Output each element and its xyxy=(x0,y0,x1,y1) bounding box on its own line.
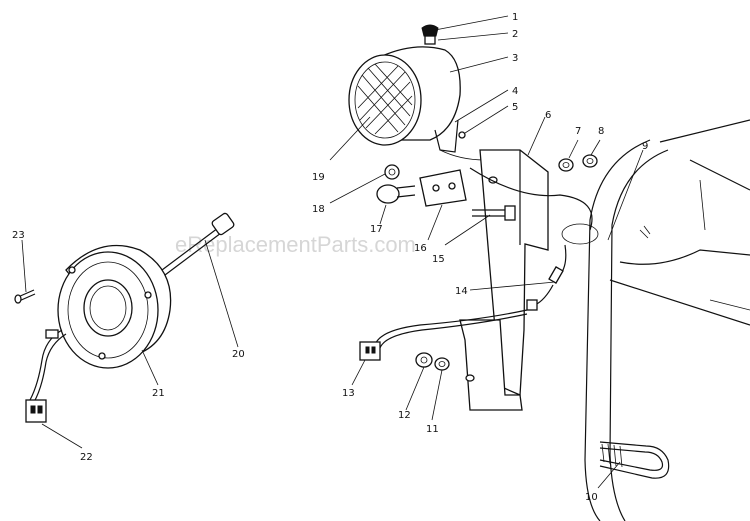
lamp-lens xyxy=(348,54,422,146)
washer-nut-pair xyxy=(558,154,598,172)
callout-6: 6 xyxy=(545,110,551,121)
wiring-harness xyxy=(359,167,599,361)
u-bolt xyxy=(599,441,670,479)
callout-12: 12 xyxy=(398,410,411,421)
callout-1: 1 xyxy=(512,12,518,23)
bolt-head xyxy=(504,205,516,221)
headlight-assembly xyxy=(348,24,501,161)
bracket-lower xyxy=(459,319,523,411)
callout-23: 23 xyxy=(12,230,25,241)
callout-10: 10 xyxy=(585,492,598,503)
nut xyxy=(384,164,400,180)
callout-13: 13 xyxy=(342,388,355,399)
callout-4: 4 xyxy=(512,86,518,97)
bulb-part xyxy=(161,212,235,276)
callout-8: 8 xyxy=(598,126,604,137)
leader-lines xyxy=(21,15,644,489)
lamp-connector xyxy=(25,399,47,423)
callout-5: 5 xyxy=(512,102,518,113)
callout-3: 3 xyxy=(512,53,518,64)
callout-9: 9 xyxy=(642,141,648,152)
small-bracket xyxy=(419,169,467,207)
callout-14: 14 xyxy=(455,286,468,297)
wire-loop xyxy=(561,223,599,245)
callout-20: 20 xyxy=(232,349,245,360)
lower-hardware xyxy=(415,352,450,371)
watermark: eReplacementParts.com xyxy=(175,232,416,257)
connector-plug xyxy=(359,341,381,361)
callout-19: 19 xyxy=(312,172,325,183)
callout-17: 17 xyxy=(370,224,383,235)
bulb-socket xyxy=(211,212,235,236)
callout-labels: 1 2 3 4 5 6 7 8 9 10 11 12 13 14 15 16 1… xyxy=(12,12,648,503)
callout-7: 7 xyxy=(575,126,581,137)
callout-16: 16 xyxy=(414,243,427,254)
callout-21: 21 xyxy=(152,388,165,399)
lens-grid xyxy=(357,63,413,135)
lamp-bulb xyxy=(83,279,133,337)
adjust-knob xyxy=(421,24,439,37)
knob-stem xyxy=(424,35,436,45)
mounting-bracket xyxy=(459,149,549,411)
vehicle-fender-outline xyxy=(584,119,750,521)
callout-11: 11 xyxy=(426,424,439,435)
callout-18: 18 xyxy=(312,204,325,215)
lamp-screw xyxy=(458,131,466,139)
callout-15: 15 xyxy=(432,254,445,265)
callout-2: 2 xyxy=(512,29,518,40)
lamp-mount-hardware xyxy=(376,164,516,221)
carriage-bolt-head xyxy=(376,184,400,204)
callout-22: 22 xyxy=(80,452,93,463)
rear-lamp-assembly xyxy=(14,244,172,423)
